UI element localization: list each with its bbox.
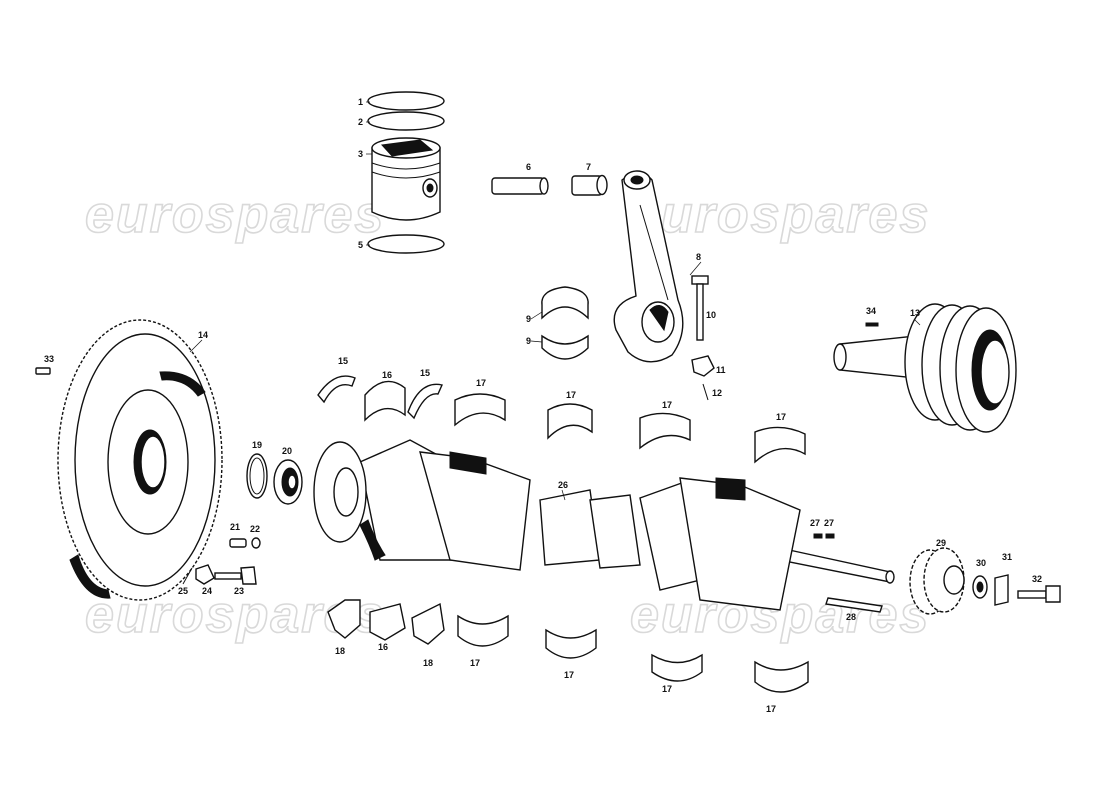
callout-15-a: 15	[338, 356, 348, 366]
callout-12: 12	[712, 388, 722, 398]
bearing-shell-16a	[364, 380, 406, 422]
connecting-rod[interactable]	[613, 170, 684, 363]
callout-26: 26	[558, 480, 568, 490]
callout-8: 8	[696, 252, 701, 262]
callout-25: 25	[178, 586, 188, 596]
dowel-21[interactable]	[229, 538, 247, 548]
flywheel-bolt[interactable]	[214, 566, 257, 585]
small-end-bush[interactable]	[571, 174, 608, 196]
callout-labels: 1 2 3 5 6 7 8 9 9 10 11 12 13 14 15 15 1…	[44, 97, 1042, 714]
callout-33: 33	[44, 354, 54, 364]
timing-sprocket[interactable]	[909, 547, 965, 615]
callout-30: 30	[976, 558, 986, 568]
callout-17-f: 17	[564, 670, 574, 680]
callout-16-a: 16	[382, 370, 392, 380]
callout-14: 14	[198, 330, 208, 340]
callout-5: 5	[358, 240, 363, 250]
bearing-shells-lower[interactable]	[327, 599, 809, 693]
thrust-washer-18a	[327, 599, 361, 639]
washer-30[interactable]	[972, 575, 988, 599]
big-end-shell-lower[interactable]	[541, 334, 589, 360]
callout-18-b: 18	[423, 658, 433, 668]
piston-ring-5[interactable]	[367, 234, 445, 254]
conrod-bolt[interactable]	[691, 275, 709, 341]
callout-17-e: 17	[470, 658, 480, 668]
piston-ring-1[interactable]	[367, 91, 445, 111]
piston[interactable]	[371, 137, 441, 221]
bearing-shell-17g	[651, 653, 703, 682]
bearing-shell-17b	[547, 403, 593, 440]
callout-17-a: 17	[476, 378, 486, 388]
bearing-shell-16b	[369, 603, 406, 641]
thrust-washer-15a	[317, 375, 356, 404]
washer-22[interactable]	[251, 537, 261, 549]
callout-19: 19	[252, 440, 262, 450]
flywheel[interactable]	[57, 319, 223, 601]
piston-ring-2[interactable]	[367, 111, 445, 131]
crankshaft[interactable]	[313, 439, 895, 611]
callout-32: 32	[1032, 574, 1042, 584]
callout-3: 3	[358, 149, 363, 159]
callout-28: 28	[846, 612, 856, 622]
callout-34: 34	[866, 306, 876, 316]
callout-17-d: 17	[776, 412, 786, 422]
callout-22: 22	[250, 524, 260, 534]
callout-16-b: 16	[378, 642, 388, 652]
bearing-shell-17c	[639, 412, 691, 450]
bearing-shell-17f	[545, 628, 597, 659]
callout-11: 11	[716, 365, 726, 375]
bearing-shell-17a	[454, 393, 506, 427]
bearing-shell-17h	[754, 660, 809, 693]
callout-10: 10	[706, 310, 716, 320]
watermark-top-left: eurospares	[85, 186, 385, 244]
callout-31: 31	[1002, 552, 1012, 562]
callout-9-lower: 9	[526, 336, 531, 346]
callout-17-h: 17	[766, 704, 776, 714]
piston-assembly[interactable]	[367, 91, 445, 254]
thrust-washer-18b	[411, 602, 445, 645]
split-pin[interactable]	[702, 383, 709, 401]
callout-27-a: 27	[810, 518, 820, 528]
pin-25[interactable]	[182, 567, 193, 585]
conrod-nut[interactable]	[691, 355, 715, 377]
watermark-top-right: eurospares	[630, 186, 930, 244]
flywheel-nut[interactable]	[195, 564, 215, 585]
lock-tab-31[interactable]	[994, 574, 1009, 606]
callout-17-g: 17	[662, 684, 672, 694]
callout-15-b: 15	[420, 368, 430, 378]
callout-7: 7	[586, 162, 591, 172]
big-end-shell-upper[interactable]	[541, 286, 589, 320]
spigot-bearing[interactable]	[273, 459, 303, 505]
woodruff-keys-27[interactable]	[813, 533, 835, 539]
callout-24: 24	[202, 586, 212, 596]
bearing-shell-17d	[754, 426, 806, 464]
key-28[interactable]	[825, 597, 883, 613]
crankshaft-pulley[interactable]	[833, 303, 1017, 433]
bearing-shells-upper[interactable]	[317, 375, 806, 464]
circlip[interactable]	[246, 453, 268, 499]
pulley-key[interactable]	[865, 322, 879, 327]
thrust-washer-15b	[407, 383, 443, 420]
leader-lines	[189, 101, 921, 501]
callout-27-b: 27	[824, 518, 834, 528]
callout-21: 21	[230, 522, 240, 532]
bolt-33[interactable]	[35, 367, 51, 375]
callout-9-upper: 9	[526, 314, 531, 324]
callout-18-a: 18	[335, 646, 345, 656]
gudgeon-pin[interactable]	[491, 177, 549, 195]
callout-6: 6	[526, 162, 531, 172]
callout-29: 29	[936, 538, 946, 548]
callout-17-b: 17	[566, 390, 576, 400]
callout-23: 23	[234, 586, 244, 596]
callout-17-c: 17	[662, 400, 672, 410]
bearing-shell-17e	[457, 614, 509, 647]
callout-1: 1	[358, 97, 363, 107]
callout-13: 13	[910, 308, 920, 318]
callout-20: 20	[282, 446, 292, 456]
callout-2: 2	[358, 117, 363, 127]
bolt-32[interactable]	[1017, 585, 1061, 603]
